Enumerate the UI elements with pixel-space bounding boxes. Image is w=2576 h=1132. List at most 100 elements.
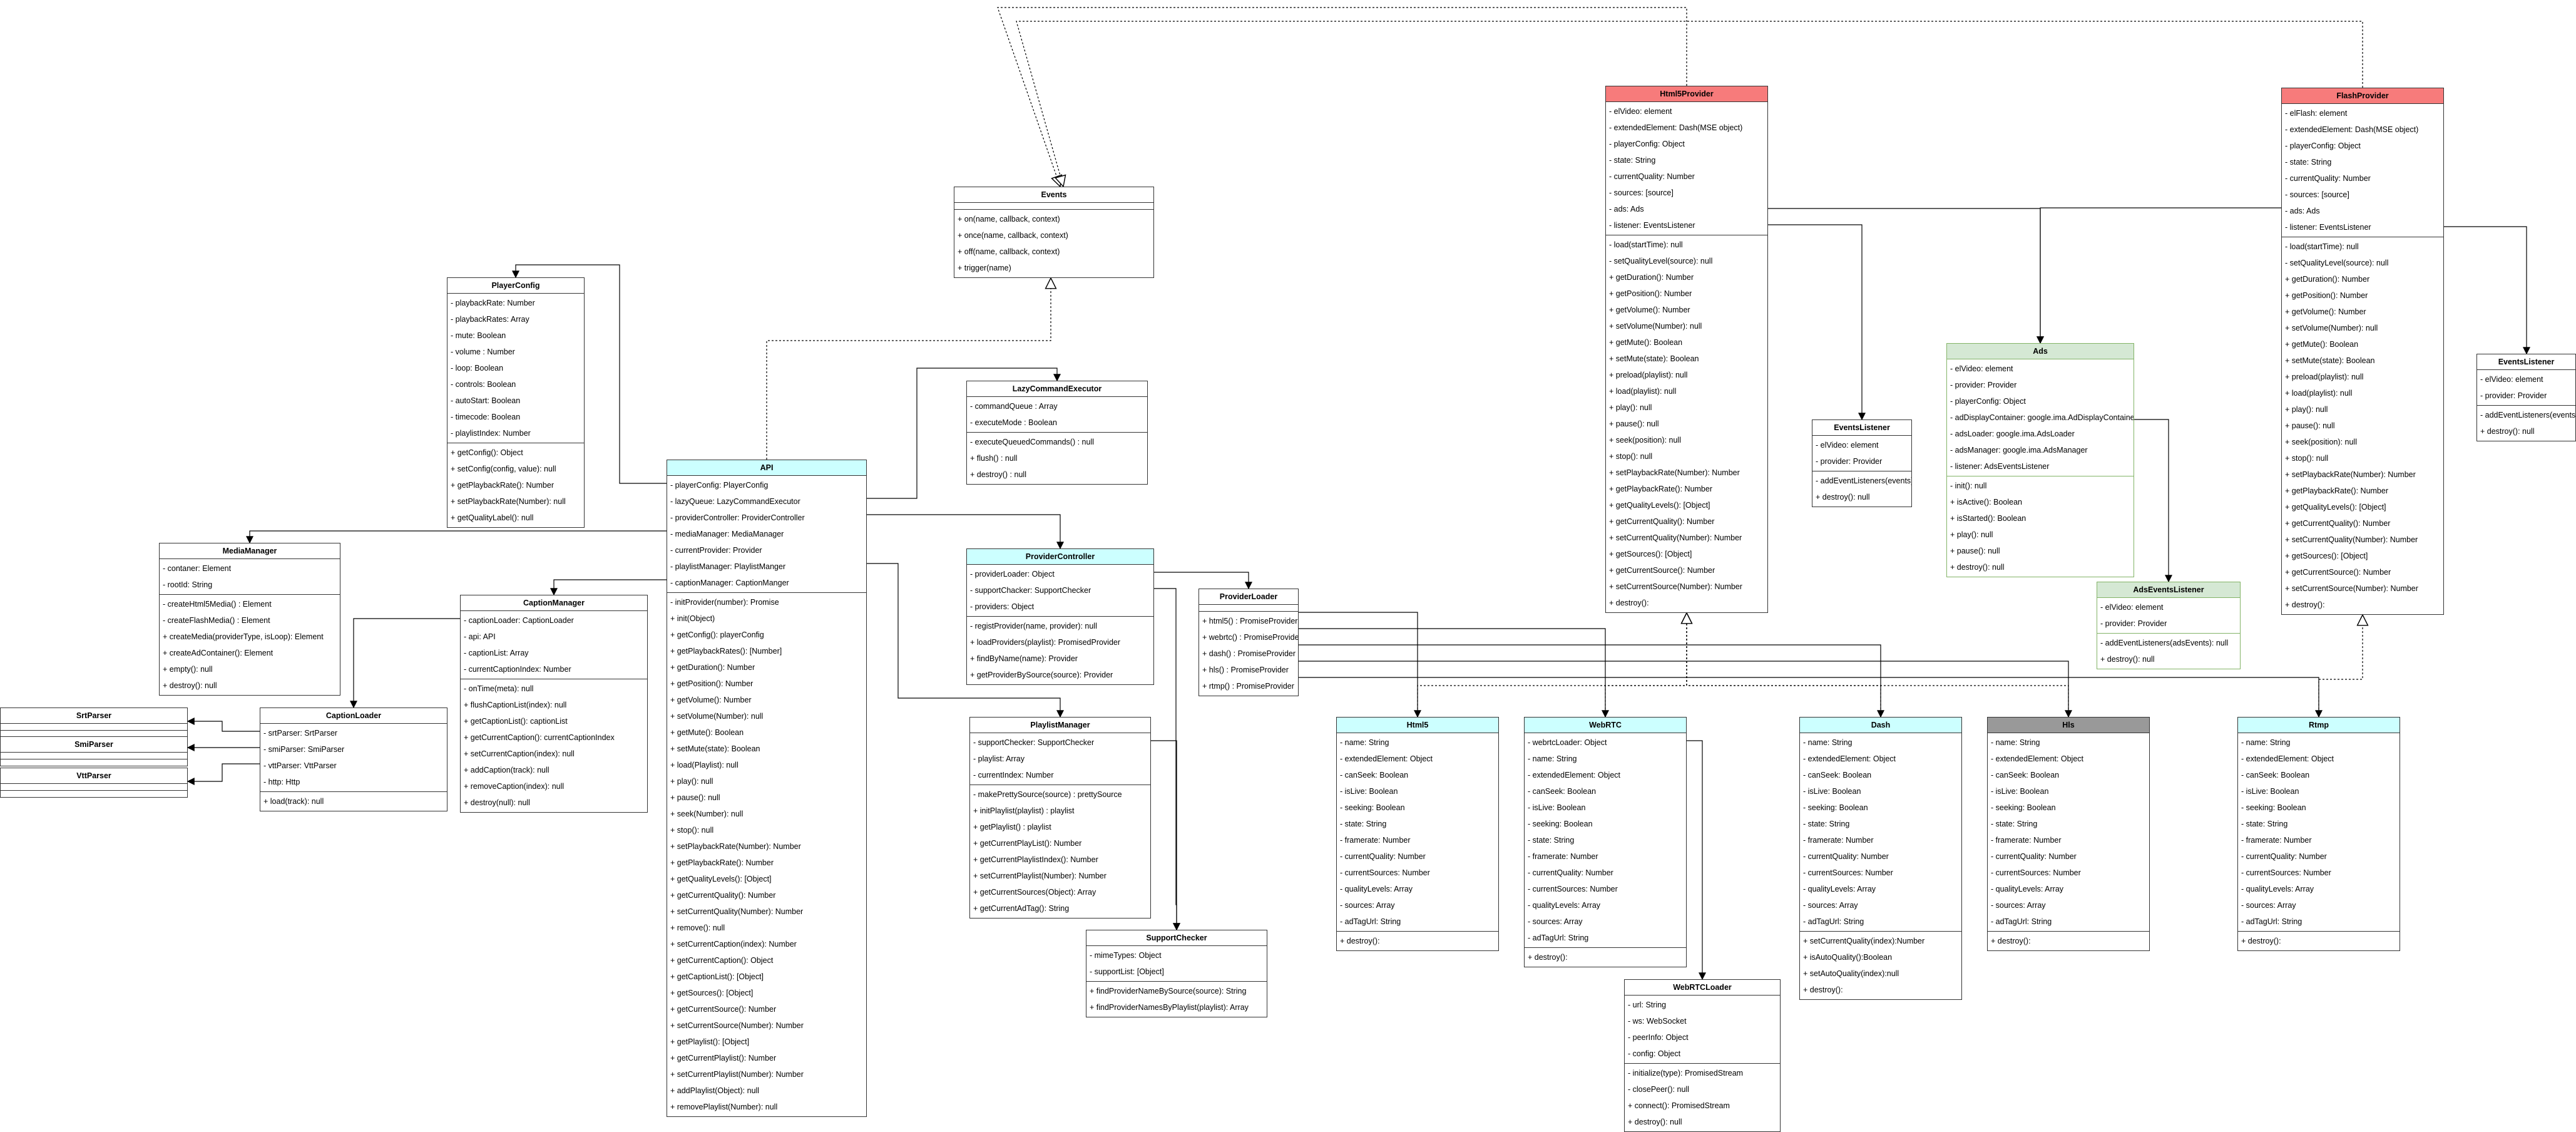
attribute-framerate: - framerate: Number: [1528, 852, 1598, 861]
edge-providerloader-to-dash: [1299, 644, 1884, 718]
method-load: + load(playlist): null: [2285, 389, 2353, 398]
attribute-qualitylevels: - qualityLevels: Array: [1991, 885, 2064, 893]
attribute-ads: - ads: Ads: [2285, 207, 2320, 215]
edge-hls-to-html5provider: [1687, 613, 2069, 717]
method-getplaybackrate: + getPlaybackRate(): Number: [2285, 486, 2389, 495]
attribute-seeking: - seeking: Boolean: [1528, 820, 1593, 828]
attribute-framerate: - framerate: Number: [1340, 836, 1411, 845]
class-ads-events-listener[interactable]: AdsEventsListener- elVideo: element- pro…: [2097, 582, 2241, 669]
method-getsources: + getSources(): [Object]: [2285, 552, 2368, 560]
method-ontime: - onTime(meta): null: [464, 684, 534, 693]
method-setcurrentplaylist: + setCurrentPlaylist(Number): Number: [670, 1070, 804, 1079]
edge-providercontroller-to-supportchecker: [1154, 588, 1180, 931]
method-load: + load(Playlist): null: [670, 761, 739, 769]
class-provider-loader[interactable]: ProviderLoader+ html5() : PromiseProvide…: [1199, 589, 1299, 696]
attribute-extendedelement: - extendedElement: Object: [1803, 754, 1896, 763]
class-smi-parser[interactable]: SmiParser: [0, 736, 188, 766]
method-destroy: + destroy(): null: [1816, 493, 1870, 502]
class-player-config[interactable]: PlayerConfig- playbackRate: Number- play…: [447, 277, 585, 528]
attribute-providercontroller: - providerController: ProviderController: [670, 513, 805, 522]
method-addeventlisteners: - addEventListeners(events): [2480, 411, 2575, 419]
method-isstarted: + isStarted(): Boolean: [1950, 514, 2027, 523]
attribute-provider: - provider: Provider: [2480, 391, 2547, 400]
method-stop: + stop(): null: [2285, 454, 2329, 463]
method-remove: + remove(): null: [670, 924, 725, 932]
attribute-canseek: - canSeek: Boolean: [1528, 787, 1597, 796]
class-support-checker[interactable]: SupportChecker- mimeTypes: Object- suppo…: [1086, 930, 1267, 1017]
edge-flashprovider-to-events: [1016, 21, 2363, 187]
class-provider-controller[interactable]: ProviderController- providerLoader: Obje…: [966, 548, 1154, 685]
class-title: Ads: [1947, 344, 2134, 359]
class-title: Dash: [1800, 718, 1961, 733]
method-destroy: + destroy(): null: [2480, 427, 2535, 436]
class-flash-provider[interactable]: FlashProvider- elFlash: element- extende…: [2281, 88, 2444, 615]
attribute-state: - state: String: [1609, 156, 1656, 165]
class-title: PlayerConfig: [447, 278, 584, 294]
class-webrtc[interactable]: WebRTC- webrtcLoader: Object- name: Stri…: [1524, 717, 1687, 967]
edge-html5-to-html5provider: [1417, 613, 1687, 717]
class-html5-provider[interactable]: Html5Provider- elVideo: element- extende…: [1605, 86, 1768, 613]
attribute-playerconfig: - playerConfig: Object: [1950, 397, 2026, 406]
attribute-state: - state: String: [1803, 820, 1850, 828]
attribute-currentsources: - currentSources: Number: [1803, 868, 1893, 877]
attribute-peerinfo: - peerInfo: Object: [1628, 1033, 1689, 1042]
class-hls[interactable]: Hls- name: String- extendedElement: Obje…: [1987, 717, 2150, 951]
edge-providercontroller-to-providerloader: [1154, 572, 1252, 590]
method-createmedia: + createMedia(providerType, isLoop): Ele…: [163, 632, 324, 641]
class-title: VttParser: [1, 768, 187, 784]
class-events[interactable]: Events+ on(name, callback, context)+ onc…: [954, 187, 1154, 278]
class-title: Events: [954, 187, 1153, 203]
class-methods-section: [1, 791, 187, 797]
attribute-smiparser: - smiParser: SmiParser: [263, 745, 345, 754]
class-ads[interactable]: Ads- elVideo: element- provider: Provide…: [1946, 343, 2134, 577]
attribute-sources: - sources: Array: [1991, 901, 2046, 910]
class-events-listener-flash[interactable]: EventsListener- elVideo: element- provid…: [2476, 354, 2576, 441]
class-attributes-section: - mimeTypes: Object- supportList: [Objec…: [1086, 946, 1267, 982]
attribute-captionloader: - captionLoader: CaptionLoader: [464, 616, 574, 625]
class-dash[interactable]: Dash- name: String- extendedElement: Obj…: [1799, 717, 1962, 1000]
class-api[interactable]: API- playerConfig: PlayerConfig- lazyQue…: [667, 460, 867, 1117]
edge-providerloader-to-rtmp: [1299, 677, 2323, 718]
method-getconfig: + getConfig(): Object: [451, 448, 523, 457]
method-seek: + seek(position): null: [2285, 438, 2357, 446]
edge-html5provider-to-events: [997, 7, 1687, 187]
method-destroy: + destroy():: [1528, 953, 1568, 962]
class-lazy-command-executor[interactable]: LazyCommandExecutor- commandQueue : Arra…: [966, 381, 1148, 485]
attribute-islive: - isLive: Boolean: [1340, 787, 1398, 796]
attribute-sources: - sources: [source]: [1609, 188, 1674, 197]
method-load: + load(playlist): null: [1609, 387, 1677, 396]
edge-providerloader-to-hls: [1299, 661, 2072, 718]
class-rtmp[interactable]: Rtmp- name: String- extendedElement: Obj…: [2237, 717, 2400, 951]
class-webrtc-loader[interactable]: WebRTCLoader- url: String- ws: WebSocket…: [1624, 979, 1781, 1132]
method-off: + off(name, callback, context): [958, 247, 1060, 256]
attribute-adsmanager: - adsManager: google.ima.AdsManager: [1950, 446, 2088, 455]
attribute-canseek: - canSeek: Boolean: [1803, 771, 1872, 780]
method-getplaylist: + getPlaylist(): [Object]: [670, 1037, 750, 1046]
attribute-supportchecker: - supportChecker: SupportChecker: [973, 738, 1095, 747]
class-methods-section: + getConfig(): Object+ setConfig(config,…: [447, 443, 584, 527]
class-caption-loader[interactable]: CaptionLoader- srtParser: SrtParser- smi…: [260, 708, 447, 811]
attribute-adtagurl: - adTagUrl: String: [1803, 917, 1864, 926]
class-srt-parser[interactable]: SrtParser: [0, 708, 188, 738]
method-removecaption: + removeCaption(index): null: [464, 782, 565, 791]
attribute-extendedelement: - extendedElement: Object: [1340, 754, 1433, 763]
class-events-listener[interactable]: EventsListener- elVideo: element- provid…: [1812, 419, 1912, 507]
edge-api-to-playerconfig: [512, 264, 667, 484]
class-caption-manager[interactable]: CaptionManager- captionLoader: CaptionLo…: [460, 595, 648, 813]
class-methods-section: + load(track): null: [260, 792, 447, 811]
method-executequeuedcommands: - executeQueuedCommands() : null: [970, 438, 1095, 446]
method-setcurrentcaption: + setCurrentCaption(index): null: [464, 749, 575, 758]
class-playlist-manager[interactable]: PlaylistManager- supportChecker: Support…: [969, 717, 1151, 918]
class-vtt-parser[interactable]: VttParser: [0, 768, 188, 798]
attribute-mute: - mute: Boolean: [451, 331, 506, 340]
attribute-timecode: - timecode: Boolean: [451, 413, 521, 421]
method-setcurrentquality: + setCurrentQuality(Number): Number: [2285, 535, 2418, 544]
edge-rtmp-to-flashprovider: [2318, 615, 2363, 717]
class-media-manager[interactable]: MediaManager- contaner: Element- rootId:…: [159, 543, 340, 696]
method-getposition: + getPosition(): Number: [2285, 291, 2368, 300]
class-html5[interactable]: Html5- name: String- extendedElement: Ob…: [1336, 717, 1499, 951]
method-getmute: + getMute(): Boolean: [1609, 338, 1683, 347]
method-getcurrentquality: + getCurrentQuality(): Number: [670, 891, 776, 900]
class-attributes-section: - commandQueue : Array- executeMode : Bo…: [967, 397, 1147, 433]
method-isautoquality: + isAutoQuality():Boolean: [1803, 953, 1893, 962]
